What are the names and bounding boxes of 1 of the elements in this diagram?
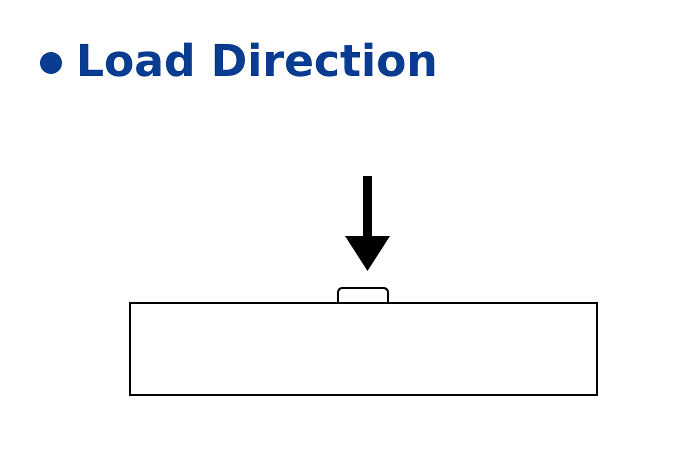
heading: Load Direction bbox=[76, 35, 438, 89]
